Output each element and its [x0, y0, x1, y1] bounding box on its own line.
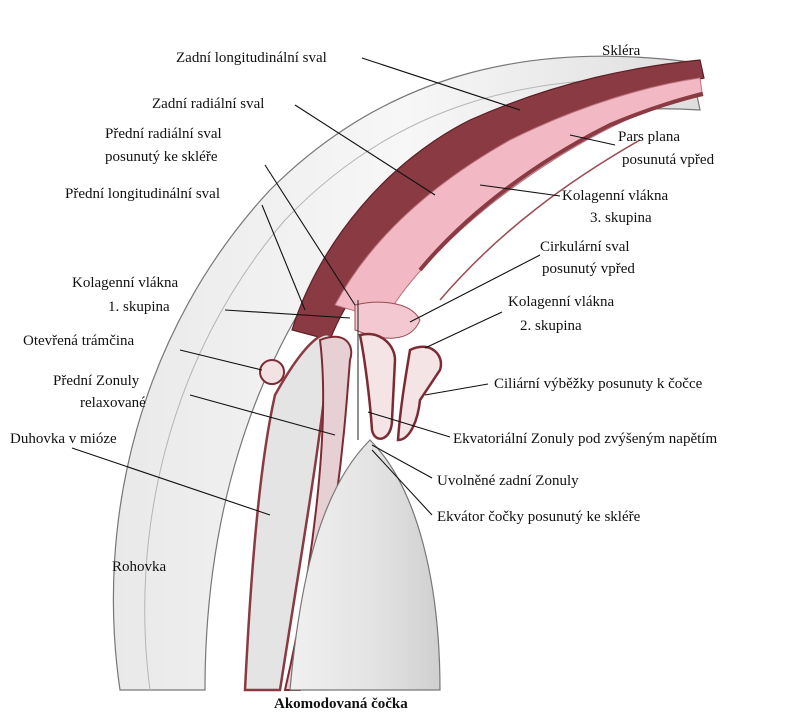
label-predni-zonuly-line2: relaxované — [80, 395, 146, 411]
trabecular-meshwork — [260, 360, 284, 384]
label-pars-plana-line1: Pars plana — [618, 129, 680, 145]
label-kolagenni-3-line1: Kolagenní vlákna — [562, 188, 669, 204]
label-kolagenni-1-line1: Kolagenní vlákna — [72, 275, 179, 291]
label-kolagenni-2-line2: 2. skupina — [520, 318, 582, 334]
label-ekvatorialni-zonuly: Ekvatoriální Zonuly pod zvýšeným napětím — [453, 431, 717, 447]
label-rohovka: Rohovka — [112, 559, 167, 575]
label-predni-zonuly-line1: Přední Zonuly — [53, 373, 140, 389]
label-predni-radialni-sval-line2: posunutý ke skléře — [105, 149, 218, 165]
label-uvolnene-zadni-zonuly: Uvolněné zadní Zonuly — [437, 473, 579, 489]
label-cirkularni-sval-line1: Cirkulární sval — [540, 239, 630, 255]
label-duhovka: Duhovka v mióze — [10, 431, 117, 447]
label-ekvator-cocky: Ekvátor čočky posunutý ke skléře — [437, 509, 641, 525]
label-kolagenni-3-line2: 3. skupina — [590, 210, 652, 226]
diagram-caption: Akomodovaná čočka — [274, 696, 408, 712]
label-predni-longitudinalni-sval: Přední longitudinální sval — [65, 186, 220, 202]
circular-muscle-ring — [355, 302, 420, 338]
label-predni-radialni-sval-line1: Přední radiální sval — [105, 126, 222, 142]
label-zadni-radialni-sval: Zadní radiální sval — [152, 96, 264, 112]
label-otevrena-tramcina: Otevřená trámčina — [23, 333, 135, 349]
label-zadni-longitudinalni-sval: Zadní longitudinální sval — [176, 50, 327, 66]
label-kolagenni-1-line2: 1. skupina — [108, 299, 170, 315]
label-sklera: Skléra — [602, 43, 641, 59]
ciliary-processes — [360, 334, 441, 440]
label-kolagenni-2-line1: Kolagenní vlákna — [508, 294, 615, 310]
label-ciliarni-vybezky: Ciliární výběžky posunuty k čočce — [494, 376, 703, 392]
label-cirkularni-sval-line2: posunutý vpřed — [542, 261, 635, 277]
label-pars-plana-line2: posunutá vpřed — [622, 152, 715, 168]
